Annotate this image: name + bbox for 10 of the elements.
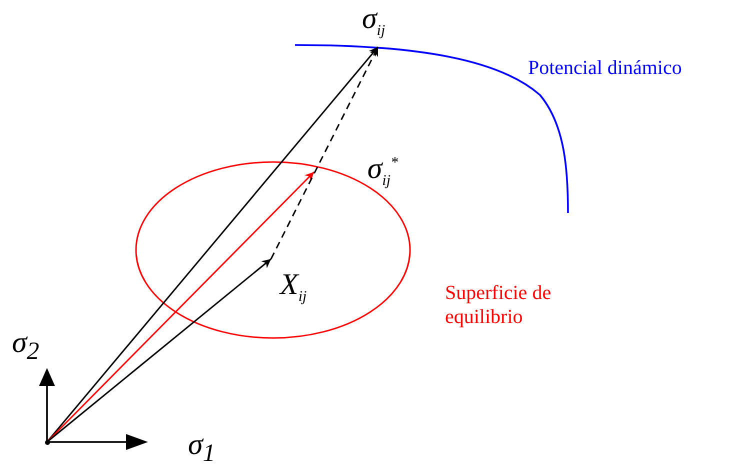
surface-label: Superficie de equilibrio [445,281,552,329]
origin-point [45,440,50,445]
curve-label: Potencial dinámico [528,56,682,80]
vector-arrow [46,171,315,443]
axis-label: σ$_{2}$ [12,328,40,364]
vector-arrow [270,46,379,260]
vector-label: σ$_{ij}$ [362,4,414,47]
vector-arrow [46,258,272,443]
axis-label: σ$_{1}$ [188,430,216,466]
vector-label: X$_{ij}$ [270,258,332,304]
